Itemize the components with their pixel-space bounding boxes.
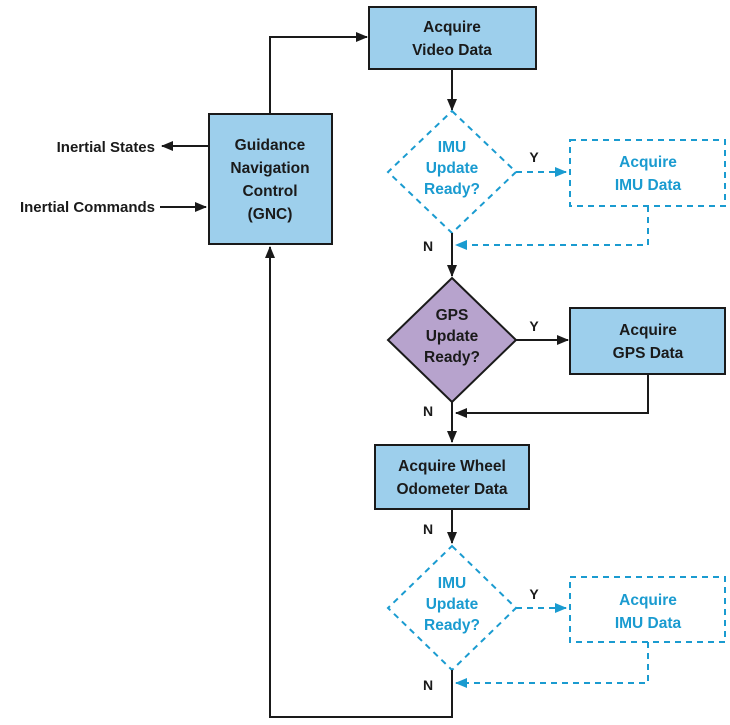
imu2-no-label: N (423, 677, 433, 693)
imu-decision-1: IMU Update Ready? (386, 109, 518, 235)
imu-box2-line-2: IMU Data (615, 615, 682, 632)
imu-decision-2: IMU Update Ready? (386, 544, 518, 672)
gps-box-return-arrow (455, 374, 649, 418)
gps-no-label: N (423, 403, 433, 419)
wheel-line-2: Odometer Data (396, 481, 507, 498)
gnc-to-video-arrow (269, 32, 368, 114)
imu2-line-1: IMU (438, 575, 466, 592)
imu1-line-2: Update (426, 160, 479, 177)
video-line-2: Video Data (412, 42, 492, 59)
gnc-box: Guidance Navigation Control (GNC) (208, 113, 333, 245)
inertial-commands-label: Inertial Commands (20, 199, 155, 216)
acquire-gps-box: Acquire GPS Data (569, 307, 726, 375)
gps-decision-line-2: Update (426, 328, 479, 345)
acquire-imu-box-1: Acquire IMU Data (569, 139, 726, 207)
gnc-line-3: Control (242, 183, 297, 200)
imu2-yes-label: Y (529, 586, 539, 602)
imu-box2-return-arrow (455, 642, 649, 688)
imu1-no-label: N (423, 238, 433, 254)
gps-decision-line-1: GPS (436, 307, 469, 324)
imu1-yes-label: Y (529, 149, 539, 165)
gps-box-line-1: Acquire (619, 322, 677, 339)
wheel-line-1: Acquire Wheel (398, 458, 506, 475)
imu2-line-3: Ready? (424, 617, 480, 634)
imu-box2-line-1: Acquire (619, 592, 677, 609)
imu1-line-3: Ready? (424, 181, 480, 198)
imu2-line-2: Update (426, 596, 479, 613)
acquire-video-box: Acquire Video Data (368, 6, 537, 70)
gps-box-line-2: GPS Data (613, 345, 684, 362)
imu1-line-1: IMU (438, 139, 466, 156)
gnc-line-4: (GNC) (248, 206, 293, 223)
acquire-wheel-box: Acquire Wheel Odometer Data (374, 444, 530, 510)
gps-yes-label: Y (529, 318, 539, 334)
gps-decision-line-3: Ready? (424, 349, 480, 366)
wheel-no-label: N (423, 521, 433, 537)
imu-box1-line-1: Acquire (619, 154, 677, 171)
inertial-states-label: Inertial States (57, 139, 155, 156)
gps-decision: GPS Update Ready? (386, 276, 518, 404)
imu-box1-return-arrow (455, 206, 649, 250)
gnc-line-1: Guidance (235, 137, 306, 154)
gnc-line-2: Navigation (230, 160, 309, 177)
video-line-1: Acquire (423, 19, 481, 36)
loop-back-to-gnc-arrow (265, 246, 453, 718)
imu-box1-line-2: IMU Data (615, 177, 682, 194)
acquire-imu-box-2: Acquire IMU Data (569, 576, 726, 643)
